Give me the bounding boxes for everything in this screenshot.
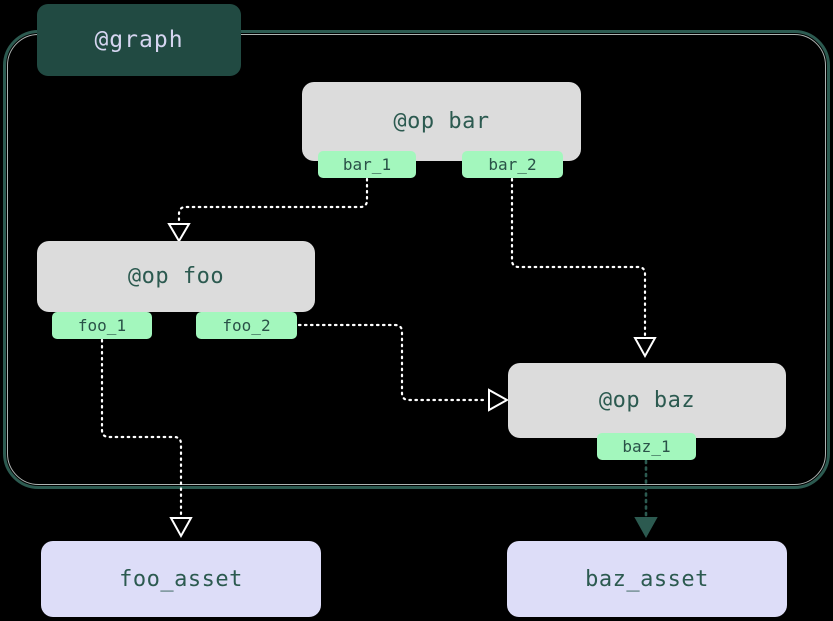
subgraph-label-graph[interactable]: @graph <box>37 4 241 76</box>
output-port-foo-2[interactable]: foo_2 <box>196 312 297 339</box>
edge-bar-1-arrowhead-icon <box>167 223 191 243</box>
edge-bar-2-to-op-baz <box>510 177 647 339</box>
output-port-bar-1[interactable]: bar_1 <box>318 151 416 178</box>
edge-bar-1-to-op-foo <box>177 177 369 227</box>
asset-node-baz-asset[interactable]: baz_asset <box>507 541 787 617</box>
output-port-bar-2[interactable]: bar_2 <box>462 151 563 178</box>
asset-node-foo-asset[interactable]: foo_asset <box>41 541 321 617</box>
edge-foo-2-arrowhead-icon <box>488 388 510 412</box>
edge-foo-2-to-op-baz <box>297 323 489 402</box>
edge-foo-1-to-foo-asset <box>100 338 183 519</box>
op-node-baz[interactable]: @op baz <box>508 363 786 438</box>
edge-baz-1-arrowhead-icon <box>634 517 658 539</box>
edge-foo-1-arrowhead-icon <box>169 517 193 539</box>
edge-bar-2-arrowhead-icon <box>633 337 657 359</box>
output-port-baz-1[interactable]: baz_1 <box>597 433 696 460</box>
op-node-bar[interactable]: @op bar <box>302 82 581 161</box>
op-node-foo[interactable]: @op foo <box>37 241 315 312</box>
output-port-foo-1[interactable]: foo_1 <box>52 312 152 339</box>
